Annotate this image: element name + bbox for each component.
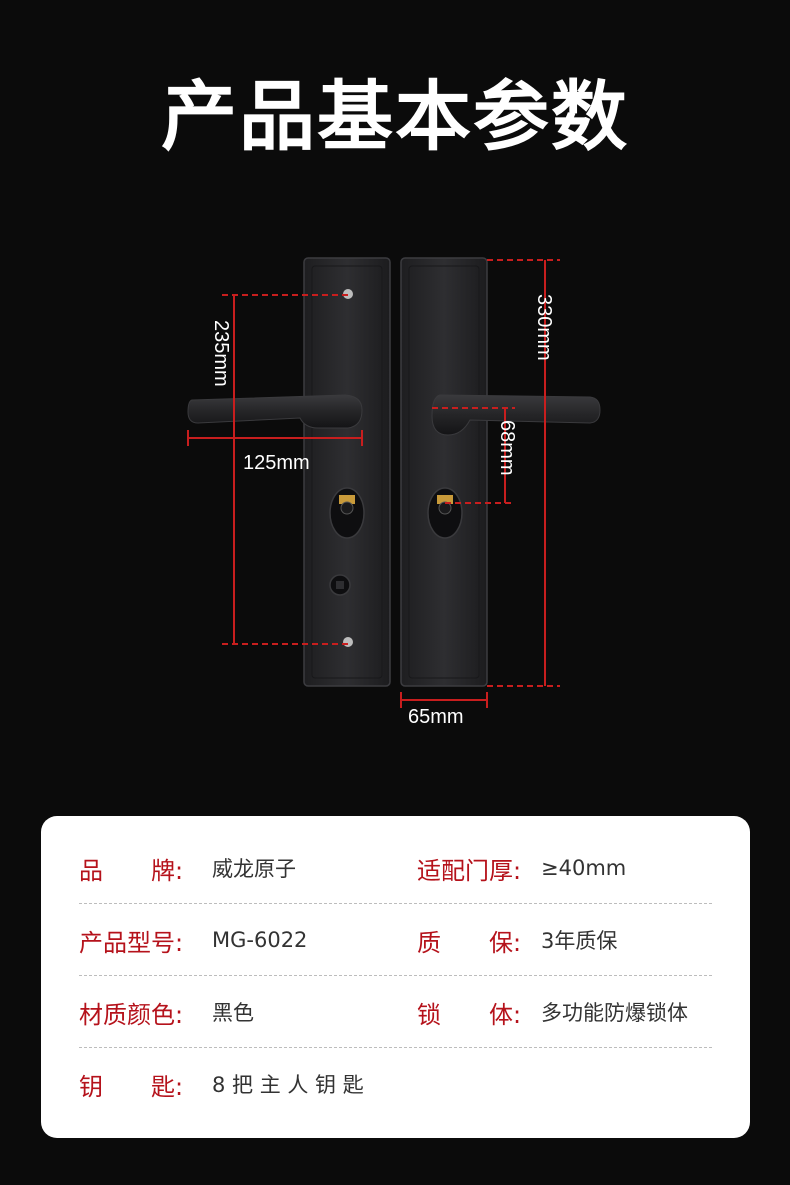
spec-card: 品 牌: 威龙原子 适配门厚: ≥40mm 产品型号: MG-6022 质 保:… [41,816,750,1138]
left-lock-panel [187,257,391,687]
spec-label-model: 产品型号: [79,928,184,957]
spec-label-keys: 钥 匙: [79,1072,184,1101]
right-lock-panel [400,257,601,687]
lock-illustration [187,257,601,708]
spec-value-model: MG-6022 [212,928,308,952]
spec-row: 材质颜色: 黑色 锁 体: 多功能防爆锁体 [79,976,712,1048]
dim-label-65: 65mm [408,706,464,728]
spec-label-brand: 品 牌: [79,856,184,885]
spec-label-warranty: 质 保: [417,928,522,957]
dim-label-330: 330mm [533,294,555,361]
page-title: 产品基本参数 [161,72,629,161]
spec-value-door-thickness: ≥40mm [541,856,627,880]
dim-label-235: 235mm [210,320,232,387]
dim-label-125: 125mm [243,452,310,474]
row-divider [79,1047,712,1048]
spec-label-lock-body: 锁 体: [417,1000,522,1029]
dimension-lines [187,259,560,708]
row-divider [79,975,712,976]
spec-value-color: 黑色 [212,1001,254,1025]
spec-label-door-thickness: 适配门厚: [417,856,522,885]
spec-label-color: 材质颜色: [79,1000,184,1029]
spec-value-keys: 8 把 主 人 钥 匙 [212,1073,364,1097]
dim-label-68: 68mm [496,420,518,476]
row-divider [79,903,712,904]
spec-row: 产品型号: MG-6022 质 保: 3年质保 [79,904,712,976]
spec-value-warranty: 3年质保 [541,929,618,953]
spec-row: 品 牌: 威龙原子 适配门厚: ≥40mm [79,832,712,904]
spec-row: 钥 匙: 8 把 主 人 钥 匙 [79,1048,712,1120]
lock-dimension-figure: 235mm 125mm 330mm 68mm 65mm [0,240,790,740]
spec-value-brand: 威龙原子 [212,857,296,881]
spec-value-lock-body: 多功能防爆锁体 [541,1001,688,1025]
